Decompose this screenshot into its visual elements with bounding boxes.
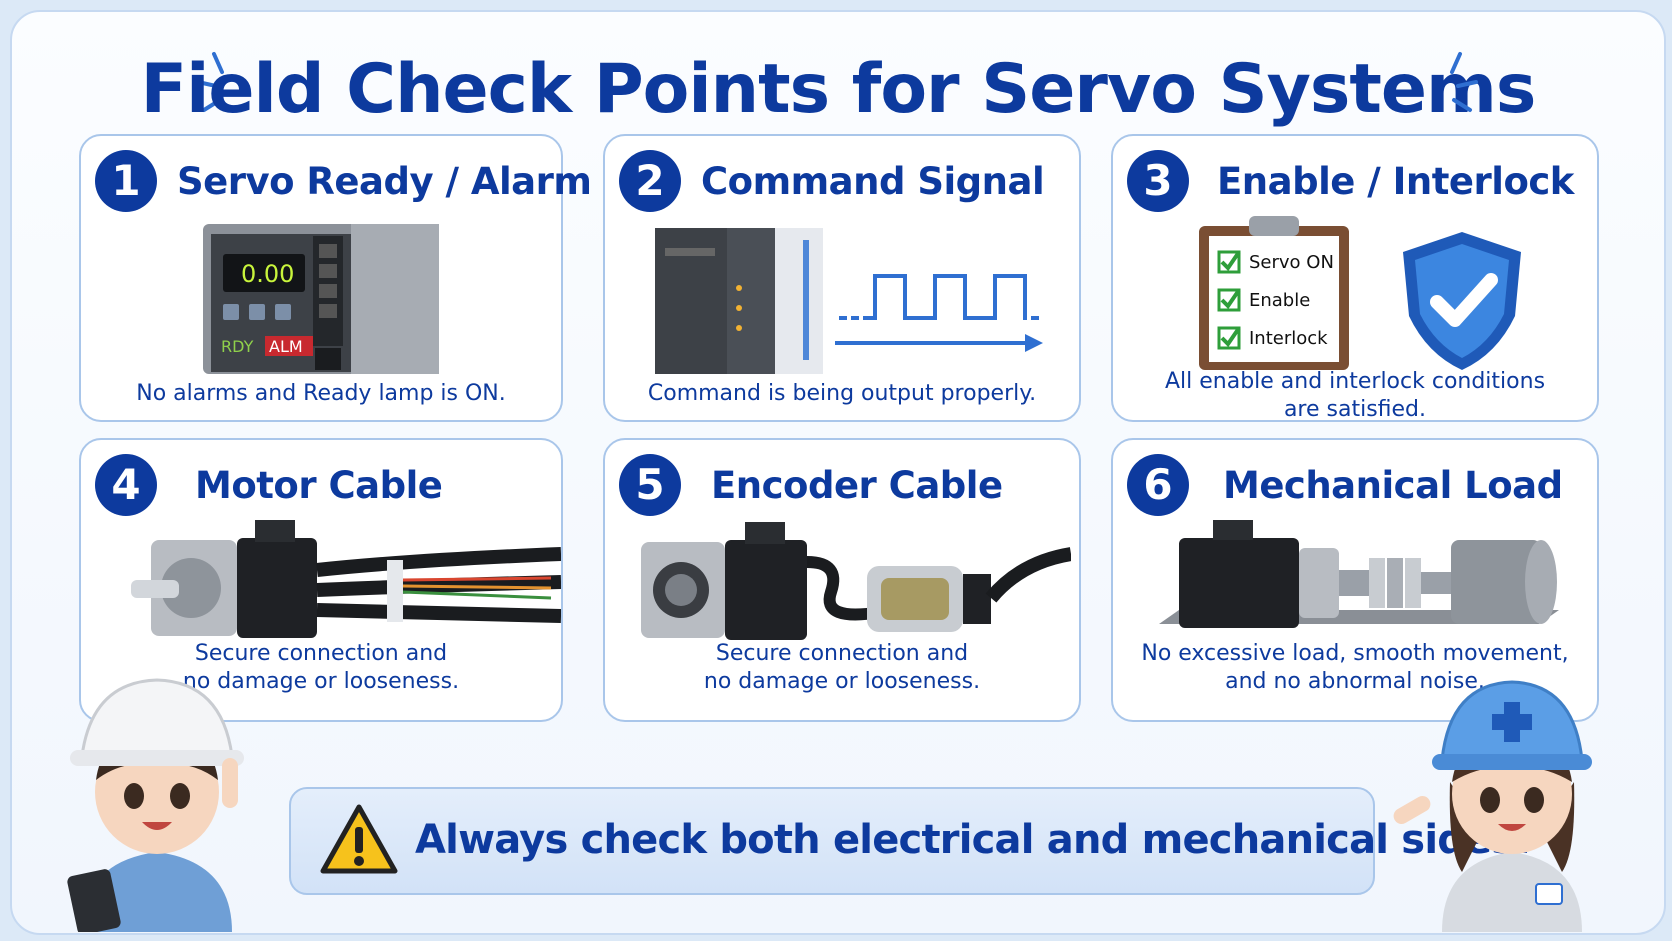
card-encoder-cable: 5 Encoder Cable Secure connection and no… <box>603 438 1081 722</box>
servo-motor-cable-illustration <box>131 520 561 638</box>
page-title: Field Check Points for Servo Systems <box>140 50 1537 129</box>
lamp-rdy: RDY <box>221 337 254 356</box>
step-number: 3 <box>1127 150 1189 212</box>
plc-signal-illustration <box>655 228 1043 374</box>
motor-coupling-load-illustration <box>1159 520 1559 628</box>
female-worker-illustration <box>1393 680 1592 932</box>
infographic-frame: Field Check Points for Servo Systems 1 S… <box>10 10 1666 935</box>
warning-icon <box>320 804 398 874</box>
card-title: Encoder Cable <box>711 464 1003 507</box>
step-number: 2 <box>619 150 681 212</box>
warning-banner: Always check both electrical and mechani… <box>289 787 1533 895</box>
card-title: Enable / Interlock <box>1217 160 1574 203</box>
card-command-signal: 2 Command Signal Command is being output… <box>603 134 1081 422</box>
clipboard-checklist-illustration: Servo ON Enable Interlock <box>1199 216 1349 370</box>
step-number: 1 <box>95 150 157 212</box>
card-title: Servo Ready / Alarm <box>177 160 592 203</box>
shield-check-icon <box>1403 232 1521 370</box>
sparkle-left-icon <box>196 52 224 112</box>
card-servo-ready: 1 Servo Ready / Alarm 0.00 RDY ALM No al… <box>79 134 592 422</box>
step-number: 4 <box>95 454 157 516</box>
card-caption: Secure connection and no damage or loose… <box>182 641 460 694</box>
card-title: Mechanical Load <box>1223 464 1563 507</box>
encoder-connector-illustration <box>641 522 1071 640</box>
card-enable-interlock: 3 Enable / Interlock Servo ON Enable Int… <box>1111 134 1599 422</box>
card-caption: No alarms and Ready lamp is ON. <box>136 381 506 406</box>
lamp-alm: ALM <box>269 337 303 356</box>
card-mechanical-load: 6 Mechanical Load No excessive load, smo… <box>1111 438 1599 722</box>
card-caption: Command is being output properly. <box>647 381 1037 406</box>
servo-amplifier-illustration: 0.00 RDY ALM <box>203 224 439 374</box>
male-worker-illustration <box>67 678 244 932</box>
card-motor-cable: 4 Motor Cable Secure connection and no d… <box>79 438 563 722</box>
checklist-item: Servo ON <box>1249 252 1334 273</box>
step-number: 5 <box>619 454 681 516</box>
banner-text: Always check both electrical and mechani… <box>415 817 1533 863</box>
amp-display: 0.00 <box>241 260 294 288</box>
checklist-item: Enable <box>1249 290 1310 311</box>
card-caption: No excessive load, smooth movement, and … <box>1141 641 1569 694</box>
checklist-item: Interlock <box>1249 328 1328 349</box>
card-caption: Secure connection and no damage or loose… <box>703 641 981 694</box>
card-title: Command Signal <box>701 160 1045 203</box>
card-caption: All enable and interlock conditions are … <box>1164 369 1546 422</box>
card-title: Motor Cable <box>195 464 443 507</box>
sparkle-right-icon <box>1450 52 1478 112</box>
step-number: 6 <box>1127 454 1189 516</box>
